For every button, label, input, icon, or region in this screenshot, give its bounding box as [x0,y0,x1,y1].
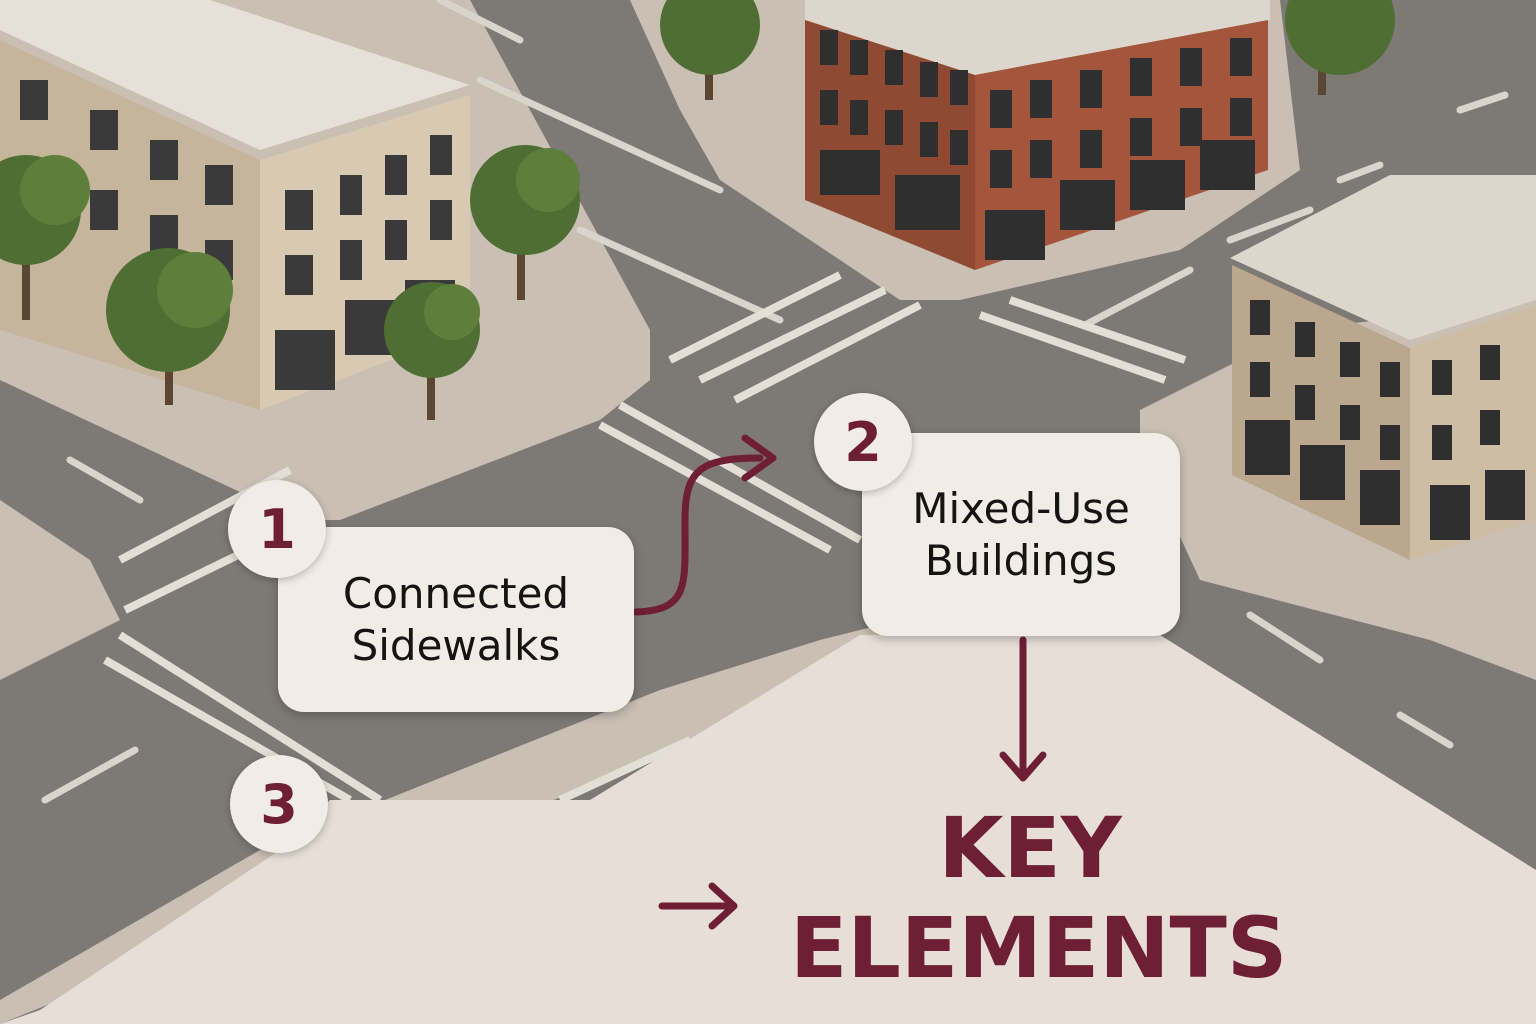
number-badge-3: 3 [230,755,328,853]
arrow-down-head [999,751,1047,782]
tree [384,282,480,420]
building-center-brick [805,0,1270,270]
label-line: Connected [342,568,570,618]
key-title-line: ELEMENTS [790,899,1288,997]
label-card-mixed-use-buildings: Mixed-Use Buildings [862,433,1180,636]
key-elements-title: KEY ELEMENTS [790,798,1288,998]
label-line: Mixed-Use [912,483,1130,533]
tree [1285,0,1395,95]
building-right [1230,175,1536,560]
curved-arrow-head [741,434,777,482]
tree [470,145,580,300]
key-elements-panel [0,635,1536,1024]
label-line: Sidewalks [351,620,561,670]
lane-markings [41,0,1509,804]
sidewalk-block-left [0,500,120,680]
tree [106,248,233,405]
tree [660,0,760,100]
number-badge-2: 2 [814,393,912,491]
arrow-right-head [708,882,738,930]
key-title-line: KEY [938,799,1122,897]
trees [0,0,1395,420]
tree [0,155,90,320]
number-badge-1: 1 [228,480,326,578]
label-card-connected-sidewalks: Connected Sidewalks [278,527,634,712]
curved-arrow-icon [632,454,764,616]
label-line: Buildings [924,535,1118,585]
